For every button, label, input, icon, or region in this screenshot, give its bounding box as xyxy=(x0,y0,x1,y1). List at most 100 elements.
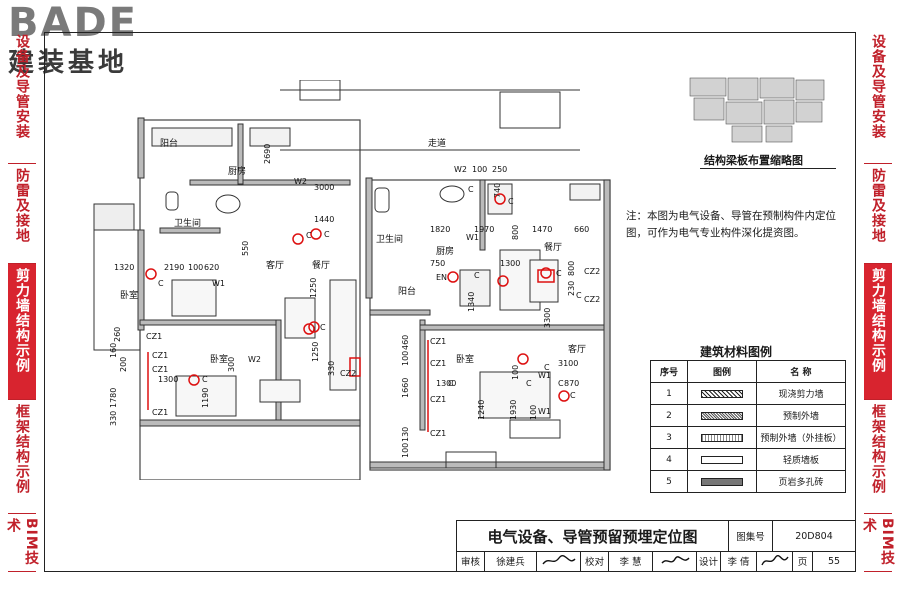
dimension-label: 3000 xyxy=(314,183,334,192)
dimension-label: 260 xyxy=(113,327,122,342)
dimension-label: 230 xyxy=(567,281,576,296)
device-tag: C xyxy=(558,379,564,388)
electrical-devices xyxy=(145,193,570,432)
legend-no: 5 xyxy=(650,470,688,493)
structure-thumbnail xyxy=(689,77,825,143)
device-tag: C xyxy=(508,197,514,206)
tab-equipment-conduit[interactable]: 设备及导管安装 xyxy=(8,30,36,164)
dimension-label: 250 xyxy=(492,165,507,174)
tab-label: 剪力墙结构示例 xyxy=(14,268,30,373)
tab-bim[interactable]: BIM技术 xyxy=(5,514,39,572)
device-tag: C xyxy=(306,231,312,240)
device-tag: C xyxy=(526,379,532,388)
tab-label: 设备及导管安装 xyxy=(14,34,30,139)
tab-frame-structure[interactable]: 框架结构示例 xyxy=(8,400,36,514)
device-tag: CZ1 xyxy=(146,332,162,341)
dimension-label: 550 xyxy=(241,241,250,256)
tab-lightning-grounding[interactable]: 防雷及接地 xyxy=(864,164,892,264)
dimension-label: 100 xyxy=(188,263,203,272)
review-name: 徐建兵 xyxy=(485,551,537,571)
tab-shear-wall[interactable]: 剪力墙结构示例 xyxy=(8,264,36,400)
device-tag: C xyxy=(544,363,550,372)
design-label: 设计 xyxy=(697,551,721,571)
room-label: 卧室 xyxy=(456,353,474,365)
dimension-label: 160 xyxy=(109,343,118,358)
tab-lightning-grounding[interactable]: 防雷及接地 xyxy=(8,164,36,264)
device-tag: EN xyxy=(436,273,447,282)
room-label: 卧室 xyxy=(210,353,228,365)
tab-shear-wall[interactable]: 剪力墙结构示例 xyxy=(864,264,892,400)
device-tag: CZ1 xyxy=(430,359,446,368)
check-signature xyxy=(653,551,697,571)
dimension-label: 870 xyxy=(564,379,579,388)
page-number: 55 xyxy=(827,555,841,567)
legend-name: 预制外墙 xyxy=(756,404,846,427)
atlas-number: 20D804 xyxy=(795,530,833,542)
legend-swatch xyxy=(687,470,757,493)
dimension-label: 1970 xyxy=(474,225,494,234)
dimension-label: 740 xyxy=(493,183,502,198)
device-tag: C xyxy=(570,391,576,400)
tab-equipment-conduit[interactable]: 设备及导管安装 xyxy=(864,30,892,164)
plan-device-tags: W2 C C C C C W1 W2 CZ1 CZ1 CZ1 CZ1 CZ2 C… xyxy=(146,165,600,438)
device-tag: CZ1 xyxy=(430,429,446,438)
dimension-label: 1820 xyxy=(430,225,450,234)
dimension-label: 330 xyxy=(109,411,118,426)
page-label: 页 xyxy=(793,551,813,571)
legend-row: 2 预制外墙 xyxy=(650,404,846,427)
device-tag: C xyxy=(320,323,326,332)
dimension-label: 330 xyxy=(327,361,336,376)
dimension-label: 1190 xyxy=(201,388,210,408)
room-label: 走道 xyxy=(428,137,446,149)
check-label: 校对 xyxy=(581,551,609,571)
device-tag: C xyxy=(576,291,582,300)
device-tag: W1 xyxy=(538,371,551,380)
room-label: 阳台 xyxy=(398,285,416,297)
dimension-label: 1300 xyxy=(500,259,520,268)
legend-name: 轻质墙板 xyxy=(756,448,846,471)
dimension-label: 3100 xyxy=(558,359,578,368)
device-tag: C xyxy=(202,375,208,384)
device-tag: W1 xyxy=(538,407,551,416)
thumbnail-caption-underline xyxy=(700,168,836,169)
legend-header: 图例 xyxy=(687,360,757,383)
legend-no: 3 xyxy=(650,426,688,449)
device-tag: CZ1 xyxy=(152,365,168,374)
device-tag: CZ1 xyxy=(430,337,446,346)
dimension-label: 660 xyxy=(574,225,589,234)
dimension-label: 1300 xyxy=(158,375,178,384)
tab-bim[interactable]: BIM技术 xyxy=(861,514,895,572)
dimension-label: 3300 xyxy=(543,308,552,328)
logo-brand-chinese: 建装基地 xyxy=(8,48,129,78)
dimension-label: 200 xyxy=(119,357,128,372)
dimension-label: 1780 xyxy=(109,388,118,408)
room-label: 厨房 xyxy=(436,245,454,257)
tab-frame-structure[interactable]: 框架结构示例 xyxy=(864,400,892,514)
dimension-label: 460 xyxy=(401,335,410,350)
dimension-label: 2190 xyxy=(164,263,184,272)
tab-label: 框架结构示例 xyxy=(870,404,886,494)
dimension-label: 1440 xyxy=(314,215,334,224)
dimension-label: 800 xyxy=(567,261,576,276)
legend-name: 页岩多孔砖 xyxy=(756,470,846,493)
plan-room-labels: 阳台 厨房 卫生间 卧室 客厅 餐厅 卧室 走道 卫生间 厨房 阳台 卧室 餐厅… xyxy=(120,137,586,365)
dimension-label: 1930 xyxy=(509,400,518,420)
tab-label: BIM技术 xyxy=(861,518,895,566)
device-tag: CZ1 xyxy=(152,351,168,360)
dimension-label: 130 xyxy=(401,427,410,442)
device-tag: C xyxy=(468,185,474,194)
dimension-label: 100 xyxy=(511,365,520,380)
room-label: 卫生间 xyxy=(376,233,403,245)
device-tag: W2 xyxy=(454,165,467,174)
tab-label: 设备及导管安装 xyxy=(870,34,886,139)
dimension-label: 2690 xyxy=(263,144,272,164)
device-tag: C xyxy=(158,279,164,288)
dimension-label: 1300 xyxy=(436,379,456,388)
room-label: 餐厅 xyxy=(544,241,562,253)
design-signature xyxy=(757,551,793,571)
dimension-label: 100 xyxy=(529,405,538,420)
legend-title: 建筑材料图例 xyxy=(700,345,773,359)
dimension-label: 1320 xyxy=(114,263,134,272)
legend-name: 现浇剪力墙 xyxy=(756,382,846,405)
legend-row: 3 预制外墙（外挂板） xyxy=(650,426,846,449)
